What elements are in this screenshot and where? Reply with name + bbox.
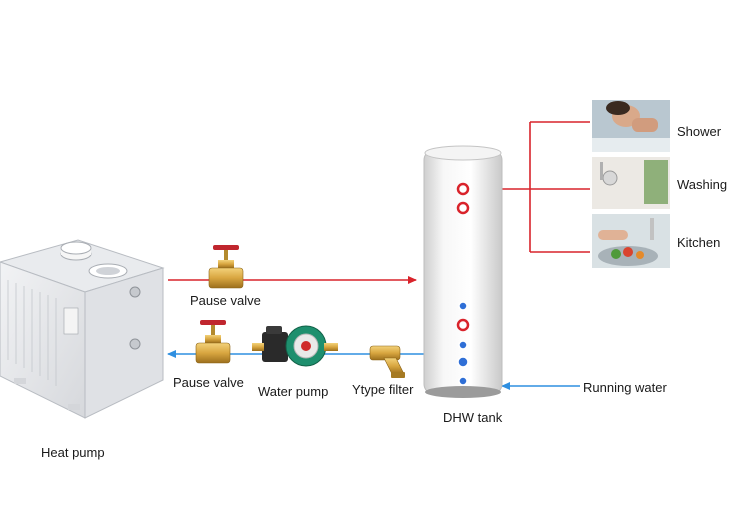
valve-top-stem [224,250,228,262]
port-4 [456,318,470,332]
pump-port-left [252,343,264,351]
pump-motor-block [262,332,288,362]
side-connector-1 [129,286,141,298]
shower-photo [592,100,670,152]
y-type-filter [369,345,405,378]
dhw-tank-label: DHW tank [443,410,503,425]
washing-photo-shower-head [602,170,618,186]
pause-valve-top [208,245,244,289]
port-3 [458,301,468,311]
port-hot-outlet [456,182,470,196]
washing-photo [592,157,670,209]
filter-leg [383,357,405,375]
valve-bottom-handle [200,320,226,325]
heat-pump-label: Heat pump [41,445,105,460]
kitchen-photo-faucet [650,218,654,240]
valve-top-bonnet [218,260,234,268]
tank-top-cap [424,145,502,161]
kitchen-label: Kitchen [677,235,721,250]
rating-label [63,307,79,335]
front-grille [7,280,57,386]
pause-valve-bottom [195,320,231,364]
side-connector-2 [129,338,141,350]
tank-bottom-ring [425,386,501,398]
shower-photo-hair [606,101,630,115]
shower-label: Shower [677,124,722,139]
filter-cap [391,372,405,378]
pump-terminal-box [266,326,282,334]
heat-pump-unit [0,239,165,419]
port-5 [458,340,468,350]
pump-dial [301,341,311,351]
kitchen-photo-veg-2 [623,247,633,257]
kitchen-photo-veg-3 [636,251,644,259]
washing-photo-pipe [600,162,603,180]
valve-bottom-body [195,342,231,364]
port-cold-inlet [458,376,468,386]
running-water-label: Running water [583,380,667,395]
top-pipe-stub-2-hole [96,267,120,275]
foot-1 [14,378,26,384]
pause-valve-top-label: Pause valve [190,293,261,308]
shower-photo-basin [592,138,670,152]
washing-label: Washing [677,177,728,192]
kitchen-photo [592,214,670,268]
filter-label: Ytype filter [352,382,414,397]
valve-top-body [208,267,244,289]
port-6 [457,356,469,368]
water-pump-label: Water pump [258,384,329,399]
shower-photo-arm [632,118,658,132]
water-pump [252,325,338,367]
valve-bottom-bonnet [205,335,221,343]
kitchen-photo-veg-1 [611,249,621,259]
outlet-branch-lines [500,121,590,253]
pump-port-right [324,343,338,351]
dhw-tank [423,145,503,398]
port-2 [456,201,470,215]
pause-valve-bottom-label: Pause valve [173,375,244,390]
washing-photo-window [644,160,668,204]
top-pipe-stub-1-rim [60,241,92,255]
heat-pump-side [84,267,164,419]
valve-bottom-stem [211,325,215,337]
foot-2 [68,404,80,410]
kitchen-photo-hand [598,230,628,240]
valve-top-handle [213,245,239,250]
